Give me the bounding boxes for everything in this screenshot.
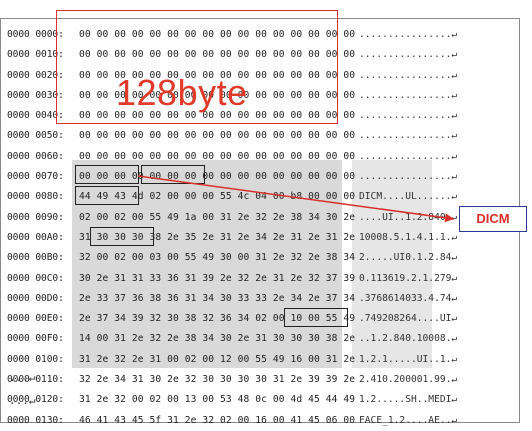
tag-box	[75, 186, 139, 205]
row-address: 0000 0090:	[7, 211, 64, 223]
row-address: 0000 0070:	[7, 171, 64, 183]
row-hex: 14 00 31 2e 32 2e 38 34 30 2e 31 30 30 3…	[79, 333, 356, 345]
row-address: 0000 0030:	[7, 89, 64, 101]
row-address: 0000 0010:	[7, 49, 64, 61]
row-ascii: 2.....UI0.1.2.84↵	[359, 252, 458, 264]
row-ascii: 2.410.200001.99.↵	[359, 374, 458, 386]
row-hex: 30 2e 31 31 33 36 31 39 2e 32 2e 31 2e 3…	[79, 272, 356, 284]
row-ascii: ................↵	[359, 171, 458, 183]
row-address: 0000 0120:	[7, 394, 64, 406]
row-address: 0000 0020:	[7, 69, 64, 81]
row-ascii: 1.2.1.....UI..1.↵	[359, 353, 458, 365]
row-hex: 00 00 00 00 00 00 00 00 00 00 00 00 00 0…	[79, 29, 356, 40]
row-hex: 31 2e 32 2e 31 00 02 00 12 00 55 49 16 0…	[79, 353, 356, 365]
row-hex: 32 00 02 00 03 00 55 49 30 00 31 2e 32 2…	[79, 252, 356, 264]
row-hex: 00 00 00 00 00 00 00 00 00 00 00 00 00 0…	[79, 89, 356, 101]
row-address: 0000 0050:	[7, 130, 64, 142]
row-hex: 44 49 43 4d 02 00 00 00 55 4c 04 00 b8 0…	[79, 191, 356, 203]
row-hex: 2e 33 37 36 38 36 31 34 30 33 33 2e 34 2…	[79, 292, 356, 304]
row-hex: 32 2e 34 31 30 2e 32 30 30 30 30 31 2e 3…	[79, 374, 356, 386]
row-address: 0000 00E0:	[7, 313, 64, 325]
row-address: 0000 0130:	[7, 414, 64, 426]
header-region-highlight	[72, 160, 342, 368]
row-address: 0000 00A0:	[7, 231, 64, 243]
row-address: 0000 0040:	[7, 110, 64, 122]
row-hex: 00 00 00 00 00 00 00 00 00 00 00 00 00 0…	[79, 49, 356, 61]
row-ascii: ................↵	[359, 69, 458, 81]
row-ascii: ................↵	[359, 89, 458, 101]
row-ascii: ..1.2.840.10008.↵	[359, 333, 458, 345]
row-address: 0000 00B0:	[7, 252, 64, 264]
hex-dump-panel: 0000 0000: 00 00 00 00 00 00 00 00 00 00 …	[0, 18, 520, 426]
row-address: 0000 00D0:	[7, 292, 64, 304]
tag-box	[284, 308, 348, 327]
row-hex: 00 00 00 00 00 00 00 00 00 00 00 00 00 0…	[79, 110, 356, 122]
row-ascii: 1.2.....SH..MEDI↵	[359, 394, 458, 406]
row-ascii: ................↵	[359, 110, 458, 122]
preamble-highlight-box	[56, 10, 338, 124]
row-ascii: 10008.5.1.4.1.1.↵	[359, 231, 458, 243]
group-length-tag-box	[141, 165, 205, 184]
row-hex: 00 00 00 00 00 00 00 00 00 00 00 00 00 0…	[79, 69, 356, 81]
row-ascii: 0.113619.2.1.279↵	[359, 272, 458, 284]
ascii-region-highlight	[352, 160, 432, 368]
row-ascii: ................↵	[359, 150, 458, 162]
row-ascii: DICM....UL......↵	[359, 191, 458, 203]
row-ascii: ................↵	[359, 49, 458, 61]
row-hex: 00 00 00 00 00 00 00 00 00 00 00 00 00 0…	[79, 150, 356, 162]
continuation-line: ...↵	[9, 394, 36, 407]
row-ascii: .749208264....UI↵	[359, 313, 458, 325]
row-address: 0000 0000:	[7, 29, 64, 40]
row-hex: 02 00 02 00 55 49 1a 00 31 2e 32 2e 38 3…	[79, 211, 356, 223]
row-ascii: ................↵	[359, 29, 458, 40]
preamble-label: 128byte	[116, 72, 248, 113]
row-address: 0000 0060:	[7, 150, 64, 162]
row-ascii: .3768614033.4.74↵	[359, 292, 458, 304]
dicm-callout: DICM	[459, 206, 527, 232]
row-hex: 46 41 43 45 5f 31 2e 32 02 00 16 00 41 4…	[79, 414, 356, 426]
row-ascii: ................↵	[359, 130, 458, 142]
row-hex: 31 30 30 30 38 2e 35 2e 31 2e 34 2e 31 2…	[79, 231, 356, 243]
row-hex: 31 2e 32 00 02 00 13 00 53 48 0c 00 4d 4…	[79, 394, 356, 406]
row-address: 0000 0080:	[7, 191, 64, 203]
row-address: 0000 00C0:	[7, 272, 64, 284]
row-address: 0000 0100:	[7, 353, 64, 365]
continuation-line: ...↵	[9, 371, 36, 384]
tag-box	[90, 227, 154, 246]
row-hex: 2e 37 34 39 32 30 38 32 36 34 02 00 10 0…	[79, 313, 356, 325]
row-ascii: FACE_1.2....AE..↵	[359, 414, 458, 426]
row-address: 0000 0110:	[7, 374, 64, 386]
row-hex: 00 00 00 00 00 00 00 00 00 00 00 00 00 0…	[79, 171, 356, 183]
row-ascii: ....UI..1.2.840.↵	[359, 211, 458, 223]
row-address: 0000 00F0:	[7, 333, 64, 345]
row-hex: 00 00 00 00 00 00 00 00 00 00 00 00 00 0…	[79, 130, 356, 142]
dicm-prefix-box	[75, 165, 139, 184]
